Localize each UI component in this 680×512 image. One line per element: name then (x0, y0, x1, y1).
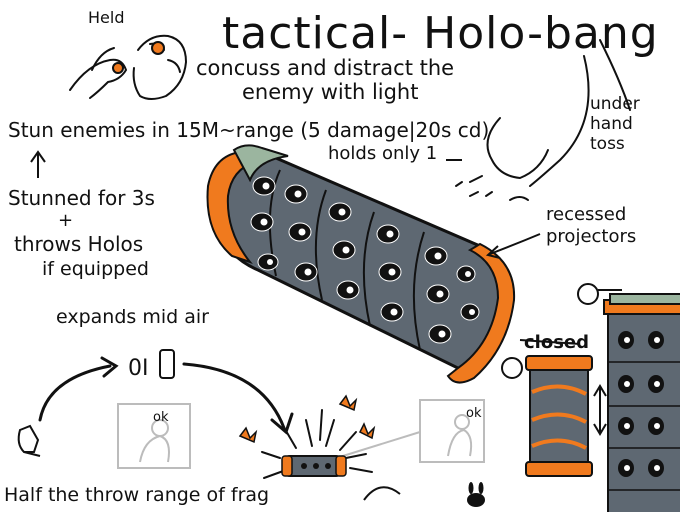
stunned-duration-text: Stunned for 3s (8, 186, 155, 210)
held-label: Held (88, 8, 124, 27)
capsule-sketch (160, 350, 174, 378)
ok-sign-left: ok (153, 410, 168, 425)
throws-holos-text: throws Holos (14, 232, 143, 256)
recessed-projectors-label: recessed projectors (546, 204, 666, 248)
holds-only-text: holds only 1 (328, 143, 437, 164)
bunny-signature (467, 482, 485, 507)
holo-bang-grenade (208, 145, 515, 382)
plus-sign: + (58, 210, 73, 231)
subtitle-line-1: concuss and distract the (196, 56, 454, 80)
hand-sketch (19, 426, 40, 456)
half-throw-range-text: Half the throw range of frag (4, 484, 269, 506)
throw-sequence-glyph: 0I (128, 356, 149, 381)
held-hands-sketch (70, 36, 186, 99)
height-arrow (594, 386, 606, 434)
closed-label: closed (524, 332, 589, 353)
ok-sign-right: ok (466, 406, 481, 421)
arc-doodle (364, 487, 400, 500)
up-arrow-icon (31, 152, 45, 178)
underhand-toss-label: under hand toss (590, 94, 668, 154)
small-grenade-blast (240, 396, 374, 478)
expands-mid-air-text: expands mid air (56, 306, 209, 328)
if-equipped-text: if equipped (42, 258, 149, 280)
stun-range-text: Stun enemies in 15M~range (5 damage|20s … (8, 118, 489, 142)
closed-grenade (520, 340, 592, 476)
page-title: tactical- Holo-bang (222, 8, 659, 59)
subtitle-line-2: enemy with light (242, 80, 418, 104)
expanded-grenade (604, 294, 680, 512)
